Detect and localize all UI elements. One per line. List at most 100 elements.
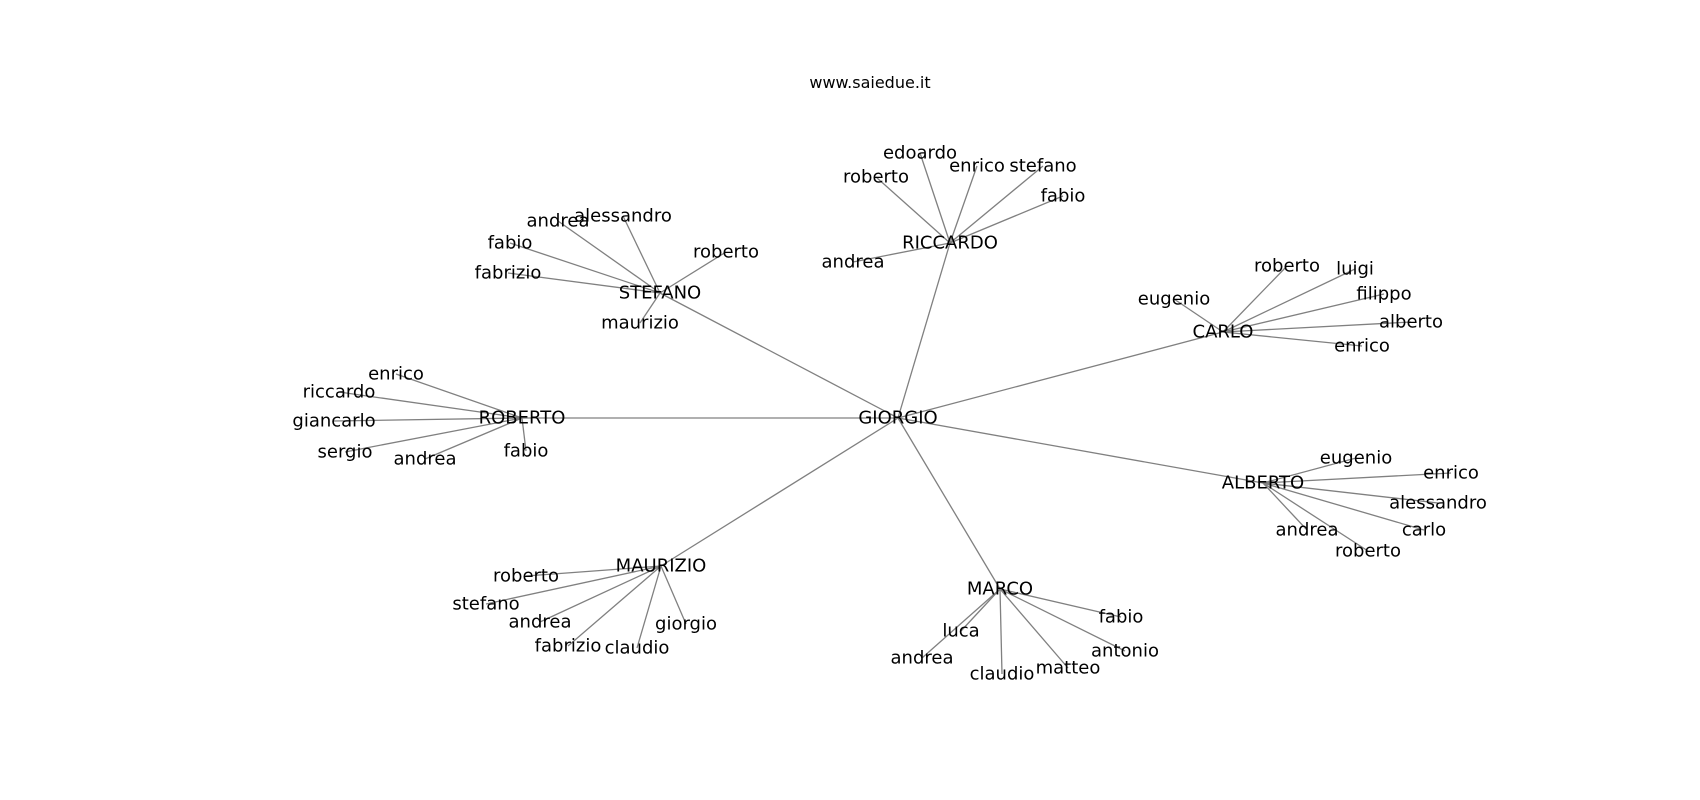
edge-group-4-leaf-2 — [1262, 482, 1439, 504]
edge-group-6-leaf-2 — [999, 588, 1126, 652]
edge-group-4-leaf-5 — [1262, 482, 1369, 552]
labels-layer: GIORGIOSTEFANOandreaalessandrorobertofab… — [292, 143, 1486, 685]
node-leaf-2-2: eugenio — [1138, 289, 1210, 310]
edge-group-0-leaf-4 — [507, 272, 661, 294]
node-hub-2: CARLO — [1193, 322, 1254, 343]
node-leaf-6-2: antonio — [1091, 641, 1159, 662]
node-leaf-1-2: enrico — [949, 156, 1005, 177]
edge-group-1-leaf-2 — [949, 165, 978, 244]
node-leaf-4-0: eugenio — [1320, 448, 1392, 469]
edge-root-1 — [897, 242, 951, 419]
edge-group-6-leaf-1 — [960, 588, 1001, 632]
edge-group-4-leaf-3 — [1262, 482, 1425, 531]
edge-group-0-leaf-2 — [659, 251, 727, 294]
edge-group-4-leaf-1 — [1262, 472, 1452, 484]
node-leaf-2-1: luigi — [1336, 259, 1374, 280]
edge-group-1-leaf-3 — [949, 165, 1044, 244]
node-hub-1: RICCARDO — [902, 233, 998, 254]
edge-group-5-leaf-4 — [567, 565, 662, 647]
node-leaf-6-4: matteo — [1036, 658, 1101, 679]
node-leaf-6-3: andrea — [891, 648, 954, 669]
edge-group-5-leaf-2 — [539, 565, 662, 623]
edge-group-2-leaf-2 — [1173, 298, 1224, 333]
diagram-title: www.saiedue.it — [809, 73, 930, 92]
node-leaf-5-0: roberto — [493, 566, 559, 587]
edge-group-0-leaf-3 — [509, 242, 661, 294]
edge-group-4-leaf-0 — [1262, 457, 1357, 484]
node-leaf-5-2: andrea — [509, 612, 572, 633]
edge-group-1-leaf-5 — [852, 242, 951, 263]
edge-group-3-leaf-4 — [424, 417, 523, 460]
edge-group-3-leaf-3 — [344, 417, 523, 453]
node-hub-3: ROBERTO — [479, 408, 566, 429]
node-hub-4: ALBERTO — [1222, 473, 1304, 494]
edge-group-3-leaf-2 — [333, 417, 523, 422]
edge-group-1-leaf-4 — [949, 195, 1064, 244]
node-leaf-1-0: edoardo — [883, 143, 957, 164]
node-root: GIORGIO — [858, 408, 937, 429]
edge-group-0-leaf-5 — [639, 292, 661, 324]
edge-group-2-leaf-0 — [1222, 265, 1288, 333]
node-leaf-5-5: claudio — [605, 638, 670, 659]
edge-group-6-leaf-3 — [921, 588, 1001, 659]
node-leaf-2-4: alberto — [1379, 312, 1443, 333]
node-leaf-1-3: stefano — [1009, 156, 1076, 177]
edge-group-3-leaf-1 — [338, 391, 523, 419]
node-leaf-3-4: andrea — [394, 449, 457, 470]
node-leaf-6-5: claudio — [970, 664, 1035, 685]
node-leaf-4-4: andrea — [1276, 520, 1339, 541]
edge-root-4 — [897, 417, 1264, 484]
node-leaf-2-5: enrico — [1334, 336, 1390, 357]
node-leaf-4-5: roberto — [1335, 541, 1401, 562]
edge-group-3-leaf-0 — [395, 373, 523, 419]
edge-group-5-leaf-1 — [485, 565, 662, 605]
node-leaf-0-4: fabrizio — [475, 263, 542, 284]
node-leaf-0-0: andrea — [527, 211, 590, 232]
node-leaf-2-3: filippo — [1356, 284, 1411, 305]
node-leaf-3-3: sergio — [318, 442, 373, 463]
node-leaf-6-1: luca — [942, 621, 979, 642]
edge-group-4-leaf-4 — [1262, 482, 1308, 531]
node-leaf-3-0: enrico — [368, 364, 424, 385]
node-leaf-4-3: carlo — [1402, 520, 1446, 541]
edge-root-6 — [897, 417, 1001, 590]
node-leaf-0-2: roberto — [693, 242, 759, 263]
node-leaf-1-4: fabio — [1041, 186, 1086, 207]
edge-group-6-leaf-5 — [999, 588, 1003, 675]
node-leaf-0-5: maurizio — [601, 313, 679, 334]
node-leaf-3-5: fabio — [504, 441, 549, 462]
edge-group-1-leaf-0 — [919, 152, 951, 244]
edge-group-5-leaf-3 — [660, 565, 687, 625]
edge-group-2-leaf-5 — [1222, 331, 1363, 347]
edge-root-5 — [660, 417, 899, 567]
node-leaf-1-5: andrea — [822, 252, 885, 273]
edge-group-5-leaf-5 — [636, 565, 662, 649]
edge-group-6-leaf-0 — [999, 588, 1122, 618]
node-hub-6: MARCO — [967, 579, 1033, 600]
node-leaf-0-3: fabio — [488, 233, 533, 254]
node-leaf-0-1: alessandro — [574, 206, 672, 227]
edge-group-1-leaf-1 — [875, 176, 951, 244]
edge-group-6-leaf-4 — [999, 588, 1069, 669]
node-leaf-3-2: giancarlo — [292, 411, 375, 432]
edge-group-0-leaf-0 — [557, 220, 661, 294]
node-leaf-5-4: fabrizio — [535, 636, 602, 657]
node-leaf-2-0: roberto — [1254, 256, 1320, 277]
node-leaf-5-3: giorgio — [655, 614, 717, 635]
edge-group-2-leaf-3 — [1222, 293, 1385, 333]
edge-group-0-leaf-1 — [622, 215, 661, 294]
node-leaf-6-0: fabio — [1099, 607, 1144, 628]
edge-root-2 — [897, 331, 1224, 419]
node-hub-0: STEFANO — [619, 283, 701, 304]
edges-layer — [333, 152, 1452, 675]
node-leaf-5-1: stefano — [452, 594, 519, 615]
edge-group-5-leaf-0 — [525, 565, 662, 577]
edge-root-0 — [659, 292, 899, 419]
node-leaf-4-1: enrico — [1423, 463, 1479, 484]
edge-group-3-leaf-5 — [521, 417, 527, 452]
node-leaf-3-1: riccardo — [303, 382, 376, 403]
node-leaf-4-2: alessandro — [1389, 493, 1487, 514]
node-leaf-1-1: roberto — [843, 167, 909, 188]
node-hub-5: MAURIZIO — [616, 556, 707, 577]
